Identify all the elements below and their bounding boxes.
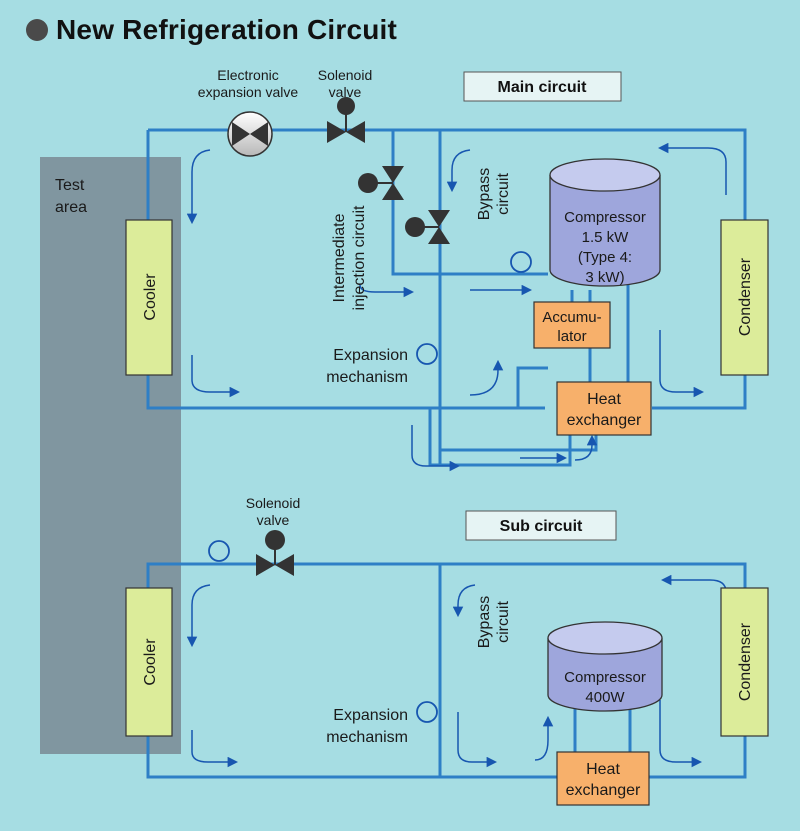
main-lower-return2 xyxy=(440,435,598,452)
sub-expansion-mechanism-icon xyxy=(416,701,438,723)
main-condenser-box xyxy=(720,219,769,376)
main-heat-exchanger-label-2: exchanger xyxy=(567,412,642,429)
arrow-main-condenser-down xyxy=(659,330,705,398)
main-heat-exchanger-box xyxy=(556,381,652,436)
electronic-expansion-valve-icon xyxy=(227,111,273,157)
flow-arrows xyxy=(186,142,727,768)
sub-solenoid-valve-label-1: Solenoid xyxy=(246,495,301,511)
intermediate-injection-label-2: injection circuit xyxy=(351,205,368,310)
arrow-main-lower-right xyxy=(574,434,598,461)
main-compressor-label-1: Compressor xyxy=(564,209,646,226)
test-area-label-line2: area xyxy=(55,199,87,216)
main-lower-return xyxy=(428,408,572,467)
arrow-sub-bypass-down xyxy=(452,584,476,618)
sub-bypass-label-2: circuit xyxy=(495,601,512,643)
arrow-main-cooler-down xyxy=(186,149,211,225)
main-circuit-label-box xyxy=(463,71,622,102)
main-compressor-icon xyxy=(549,158,661,287)
sub-heat-exchanger-label-1: Heat xyxy=(586,761,620,778)
sub-cooler-label: Cooler xyxy=(142,638,159,686)
main-bypass-label-2: circuit xyxy=(495,173,512,215)
main-solenoid-valve-label-2: valve xyxy=(329,84,362,100)
main-solenoid-valve-label-1: Solenoid xyxy=(318,67,373,83)
electronic-expansion-valve-label-2: expansion valve xyxy=(198,84,299,100)
bypass-valve-icon xyxy=(405,210,450,244)
main-circuit-label: Main circuit xyxy=(498,79,588,96)
sub-expansion-mechanism-label-2: mechanism xyxy=(326,729,408,746)
sub-solenoid-valve-label-2: valve xyxy=(257,512,290,528)
main-solenoid-valve-icon xyxy=(327,97,365,143)
main-compressor-label-4: 3 kW) xyxy=(585,269,624,286)
arrow-sub-condenser-down xyxy=(659,700,703,768)
main-cooler-label: Cooler xyxy=(142,273,159,321)
title-bullet-icon xyxy=(26,19,48,41)
arrow-main-bypass-down xyxy=(446,149,471,193)
main-compressor-label-3: (Type 4: xyxy=(578,249,632,266)
sub-circuit-label: Sub circuit xyxy=(500,518,583,535)
main-expansion-mechanism-label-1: Expansion xyxy=(333,347,408,364)
arrow-main-condenser-top xyxy=(657,142,727,195)
sub-cooler-box xyxy=(125,587,173,737)
arrow-main-lower-left xyxy=(411,425,461,472)
main-cooler-box xyxy=(125,219,173,376)
arrow-sub-mid-up xyxy=(534,715,554,761)
arrow-sub-cooler-down xyxy=(186,584,211,648)
sub-compressor-label-2: 400W xyxy=(585,689,625,706)
electronic-expansion-valve-label-1: Electronic xyxy=(217,67,278,83)
sub-condenser-box xyxy=(720,587,769,737)
sub-heat-exchanger-label-2: exchanger xyxy=(566,782,641,799)
title-text: New Refrigeration Circuit xyxy=(56,14,398,45)
sub-compressor-label-1: Compressor xyxy=(564,669,646,686)
accumulator-label-1: Accumu- xyxy=(542,309,601,326)
sub-expansion-mechanism-label-1: Expansion xyxy=(333,707,408,724)
main-compressor-label-2: 1.5 kW xyxy=(582,229,630,246)
arrow-main-cooler-out xyxy=(191,355,241,398)
main-expansion-mechanism-icon xyxy=(416,343,438,365)
sub-compressor-icon xyxy=(547,621,663,712)
sub-circuit-label-box xyxy=(465,510,617,541)
arrow-sub-condenser-top xyxy=(660,574,727,608)
sub-bypass-label-1: Bypass xyxy=(476,596,493,648)
arrow-main-injection xyxy=(359,284,415,298)
sub-condenser-label: Condenser xyxy=(737,622,754,701)
main-bypass-label-1: Bypass xyxy=(476,168,493,220)
diagram-title: New Refrigeration Circuit xyxy=(26,14,397,46)
main-lower-left-inlet xyxy=(440,366,548,410)
intermediate-injection-label-1: Intermediate xyxy=(331,213,348,302)
test-area-label-line1: Test xyxy=(55,177,85,194)
sub-solenoid-valve-icon xyxy=(256,530,294,576)
main-expansion-mechanism-label-2: mechanism xyxy=(326,369,408,386)
main-compressor-sensor-icon xyxy=(510,251,532,273)
main-heat-exchanger-label-1: Heat xyxy=(587,391,621,408)
main-circuit-pipes xyxy=(146,128,747,467)
arrow-main-inlet-mid xyxy=(469,359,504,396)
accumulator-box xyxy=(533,301,611,349)
arrow-sub-cooler-out xyxy=(191,730,239,768)
main-condenser-label: Condenser xyxy=(737,257,754,336)
sub-sensor-icon xyxy=(208,540,230,562)
accumulator-label-2: lator xyxy=(557,328,586,345)
sub-heat-exchanger-box xyxy=(556,751,650,806)
arrow-sub-mid-left xyxy=(457,712,498,768)
intermediate-injection-valve-icon xyxy=(358,166,404,200)
